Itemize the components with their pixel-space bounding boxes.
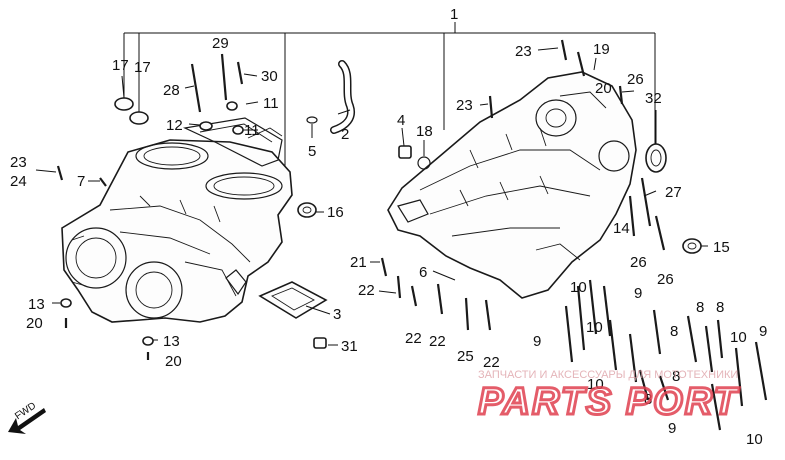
callout-20b: 20 [165,353,182,370]
callout-14: 14 [613,220,630,237]
bolt-set [56,39,768,431]
watermark-logo: PARTS PORT [478,381,739,423]
callout-10d: 10 [587,376,604,393]
callout-6: 6 [419,264,427,281]
washers [60,101,244,346]
arrow-icon [8,408,46,434]
caps-17 [114,97,149,125]
callout-11a: 11 [263,95,279,112]
callout-23b: 23 [456,97,473,114]
callout-17b: 17 [134,59,151,76]
oil-seal-32 [645,143,667,173]
callout-8a: 8 [670,323,678,340]
oil-seal-15 [682,238,702,254]
callout-17a: 17 [112,57,129,74]
assembly-bracket [123,22,656,175]
callouts: 1 2 3 4 5 6 7 8 8 8 8 8 9 9 9 9 10 10 10… [10,6,767,448]
callout-13a: 13 [28,296,45,313]
callout-10a: 10 [570,279,587,296]
upper-crankcase [61,117,293,323]
callout-1: 1 [450,6,458,23]
callout-27: 27 [665,184,682,201]
callout-5: 5 [308,143,316,160]
callout-22d: 22 [483,354,500,371]
breather-hose [330,60,355,134]
callout-9d: 9 [668,420,676,437]
callout-3: 3 [333,306,341,323]
callout-13b: 13 [163,333,180,350]
callout-22c: 22 [429,333,446,350]
callout-26c: 26 [657,271,674,288]
callout-12: 12 [166,117,183,134]
callout-20a: 20 [26,315,43,332]
callout-8e: 8 [644,391,652,408]
callout-20c: 20 [595,80,612,97]
callout-29: 29 [212,35,229,52]
callout-15: 15 [713,239,730,256]
callout-10b: 10 [586,319,603,336]
oil-seal-16 [297,202,317,218]
callout-25: 25 [457,348,474,365]
callout-21: 21 [350,254,367,271]
strainer-plate [258,281,328,319]
callout-11b: 11 [244,122,260,139]
lower-crankcase [387,71,637,299]
callout-26a: 26 [627,71,644,88]
plug-31 [313,337,327,349]
callout-22a: 22 [358,282,375,299]
callout-19: 19 [593,41,610,58]
callout-7: 7 [77,173,85,190]
callout-8d: 8 [672,368,680,385]
callout-9b: 9 [533,333,541,350]
callout-24: 24 [10,173,27,190]
watermark-caption: ЗАПЧАСТИ И АКСЕССУАРЫ ДЛЯ МОТОТЕХНИКИ [478,369,738,381]
callout-8b: 8 [696,299,704,316]
watermark: ЗАПЧАСТИ И АКСЕССУАРЫ ДЛЯ МОТОТЕХНИКИ PA… [477,369,739,425]
callout-22b: 22 [405,330,422,347]
leader-lines [35,47,708,346]
callout-18: 18 [416,123,433,140]
callout-9a: 9 [634,285,642,302]
callout-16: 16 [327,204,344,221]
callout-8c: 8 [716,299,724,316]
callout-4: 4 [397,112,405,129]
forward-direction-arrow: FWD [8,400,46,434]
callout-10e: 10 [746,431,763,448]
callout-31: 31 [341,338,358,355]
callout-10c: 10 [730,329,747,346]
callout-23c: 23 [10,154,27,171]
callout-32: 32 [645,90,662,107]
hose-clip [306,116,318,124]
callout-9c: 9 [759,323,767,340]
dowel-pin-4 [398,145,412,159]
callout-28: 28 [163,82,180,99]
o-ring-18 [417,156,431,170]
callout-2: 2 [341,126,349,143]
callout-30: 30 [261,68,278,85]
callout-26b: 26 [630,254,647,271]
callout-23a: 23 [515,43,532,60]
